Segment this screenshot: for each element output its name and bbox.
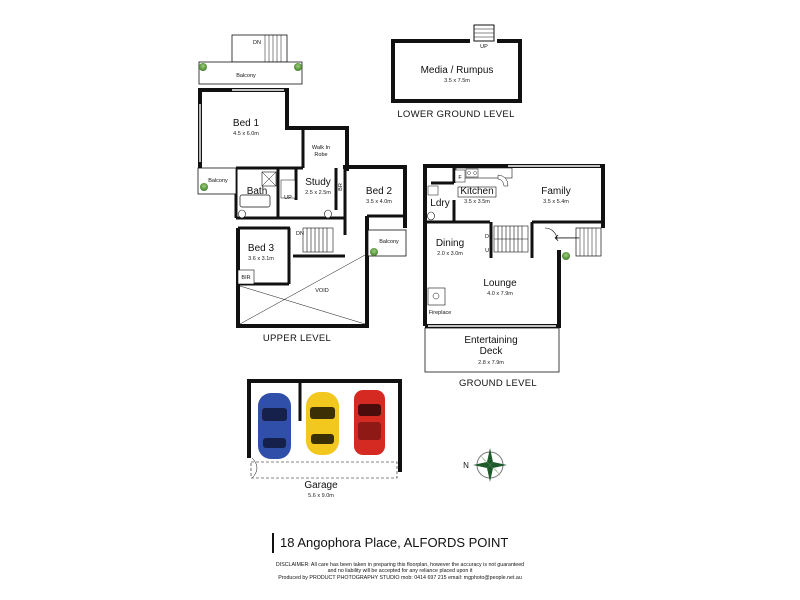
fridge <box>454 169 466 183</box>
room-name-walkin: Walk In <box>312 145 330 151</box>
void-label: VOID <box>315 288 328 294</box>
property-address: 18 Angophora Place, ALFORDS POINT <box>272 533 580 553</box>
room-name-bed3: Bed 3 <box>248 243 275 254</box>
room-name-bed1: Bed 1 <box>233 118 260 129</box>
toilet <box>238 209 246 219</box>
room-dims-study: 2.5 x 2.5m <box>305 190 331 196</box>
plant-icon <box>562 252 570 260</box>
car-yellow <box>306 392 339 455</box>
level-title-lower: LOWER GROUND LEVEL <box>397 109 514 120</box>
room-dims-media: 3.5 x 7.5m <box>444 78 470 84</box>
room-name-lounge: Lounge <box>483 278 517 289</box>
fireplace <box>427 287 446 306</box>
void-area <box>239 254 366 325</box>
upper-stair <box>302 227 334 253</box>
room-dims-bed2: 3.5 x 4.0m <box>366 199 392 205</box>
plant-icon <box>370 248 378 256</box>
ground-level: F DN UP 🡐 Fireplace K <box>423 164 605 389</box>
disclaimer-line-2: and no liability will be accepted for an… <box>327 568 473 575</box>
bed1-west-wall <box>198 88 349 176</box>
stair-up-label: UP <box>480 44 488 50</box>
entertaining-deck <box>424 327 560 373</box>
room-dims-deck: 2.8 x 7.9m <box>478 360 504 366</box>
room-name-garage: Garage <box>304 480 338 491</box>
stair-up-label-upper: UP <box>284 195 292 201</box>
plant-icon <box>294 63 302 71</box>
toilet <box>324 209 332 219</box>
stair-dn-label-upper: DN <box>296 231 304 237</box>
kitchen-island <box>457 186 497 198</box>
balcony-top-label: Balcony <box>236 73 256 79</box>
plant-icon <box>200 183 208 191</box>
ground-east-wall <box>504 164 605 228</box>
curved-bench <box>497 174 509 187</box>
laundry-tub <box>427 185 439 196</box>
stair-dn-label-ground: DN <box>485 234 493 240</box>
garage: Garage 5.6 x 9.0m <box>247 379 402 499</box>
room-name-family: Family <box>541 186 570 197</box>
fridge-label: F <box>458 175 462 181</box>
room-name-media: Media / Rumpus <box>421 65 494 76</box>
toilet <box>427 211 435 221</box>
stair-dn-label-top: DN <box>253 40 261 46</box>
level-title-ground: GROUND LEVEL <box>459 378 537 389</box>
room-dims-bed3: 3.6 x 3.1m <box>248 256 274 262</box>
bir-label: BIR <box>241 275 250 281</box>
garage-walls <box>247 379 402 472</box>
balcony-top <box>198 61 303 85</box>
disclaimer-line-3: Produced by PRODUCT PHOTOGRAPHY STUDIO m… <box>278 574 522 581</box>
car-red <box>354 390 385 455</box>
disclaimer-line-1: DISCLAIMER: All care has been taken in p… <box>275 562 525 568</box>
balcony-west-label: Balcony <box>208 178 228 184</box>
fireplace-label: Fireplace <box>429 310 452 316</box>
room-dims-garage: 5.6 x 9.0m <box>308 493 334 499</box>
balcony-east-label: Balcony <box>379 239 399 245</box>
car-blue <box>258 393 291 459</box>
br-label: BR <box>338 183 344 191</box>
room-name-deck-2: Deck <box>480 346 504 357</box>
ground-west-wall <box>423 164 504 326</box>
room-dims-kitchen: 3.5 x 3.5m <box>464 199 490 205</box>
entry-arrow-icon: 🡐 <box>554 233 581 244</box>
upper-level: DN Balcony <box>197 34 407 344</box>
upper-east-wall <box>343 165 407 228</box>
ground-stair <box>493 225 529 253</box>
room-name-laundry: Ldry <box>430 198 449 209</box>
room-name-walkin-2: Robe <box>314 152 327 158</box>
level-title-upper: UPPER LEVEL <box>263 333 331 344</box>
room-name-study: Study <box>305 177 331 188</box>
room-dims-lounge: 4.0 x 7.9m <box>487 291 513 297</box>
compass-north-label: N <box>463 461 469 470</box>
bathtub <box>239 194 271 208</box>
room-name-dining: Dining <box>436 238 464 249</box>
stove <box>465 168 479 178</box>
room-name-deck: Entertaining <box>464 335 517 346</box>
room-dims-dining: 2.0 x 3.0m <box>437 251 463 257</box>
room-name-bath: Bath <box>247 186 268 197</box>
room-dims-family: 3.5 x 5.4m <box>543 199 569 205</box>
lower-ground-level: UP Media / Rumpus 3.5 x 7.5m LOWER GROUN… <box>391 24 522 120</box>
compass-rose: N <box>463 448 507 482</box>
stair-up-label-ground: UP <box>485 248 493 254</box>
disclaimer: DISCLAIMER: All care has been taken in p… <box>240 562 560 581</box>
room-name-kitchen: Kitchen <box>460 186 493 197</box>
plant-icon <box>199 63 207 71</box>
room-name-bed2: Bed 2 <box>366 186 393 197</box>
media-room-walls <box>391 39 522 103</box>
room-dims-bed1: 4.5 x 6.0m <box>233 131 259 137</box>
